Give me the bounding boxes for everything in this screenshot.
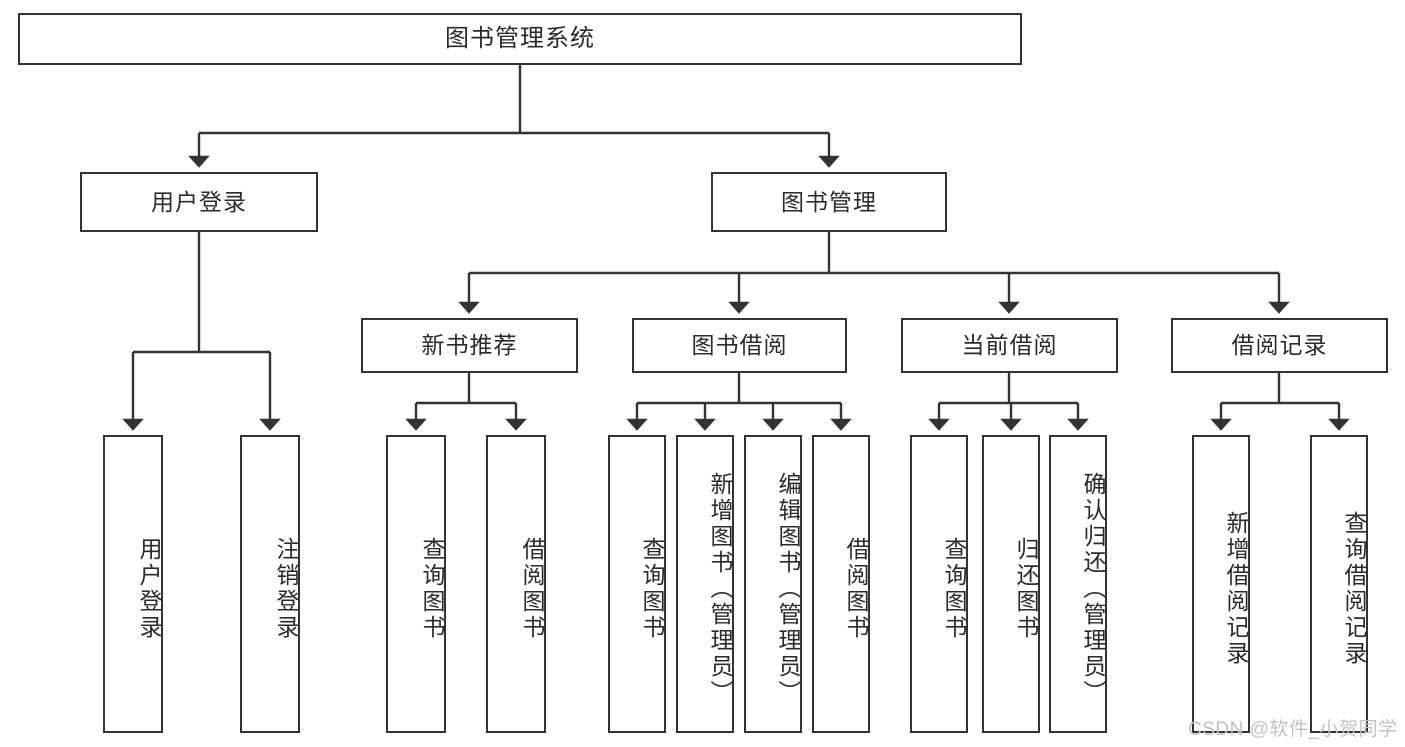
node-new-book-recommend[interactable]: 新书推荐 <box>361 318 578 373</box>
node-root[interactable]: 图书管理系统 <box>18 13 1022 65</box>
node-current-borrow[interactable]: 当前借阅 <box>901 318 1118 373</box>
node-leaf-edit-book[interactable]: 编辑图书（管理员） <box>744 435 802 733</box>
node-label: 图书管理 <box>781 188 877 215</box>
node-leaf-add-book[interactable]: 新增图书（管理员） <box>676 435 734 733</box>
node-label: 新增借阅记录 <box>1223 511 1249 667</box>
node-book-borrow[interactable]: 图书借阅 <box>632 318 847 373</box>
node-leaf-query-book-2[interactable]: 查询图书 <box>608 435 666 733</box>
node-label: 图书管理系统 <box>445 25 595 53</box>
node-label: 编辑图书（管理员） <box>775 472 801 706</box>
node-leaf-confirm-return[interactable]: 确认归还（管理员） <box>1049 435 1107 733</box>
node-label: 新书推荐 <box>421 332 518 359</box>
node-label: 用户登录 <box>151 188 247 215</box>
node-leaf-return-book[interactable]: 归还图书 <box>982 435 1040 733</box>
node-user-login[interactable]: 用户登录 <box>80 172 318 232</box>
node-label: 查询图书 <box>941 537 967 641</box>
node-label: 图书借阅 <box>691 332 788 359</box>
node-leaf-query-record[interactable]: 查询借阅记录 <box>1310 435 1368 733</box>
node-label: 查询图书 <box>639 537 665 641</box>
node-label: 借阅图书 <box>843 537 869 641</box>
node-label: 用户登录 <box>136 537 162 641</box>
node-book-management[interactable]: 图书管理 <box>711 172 947 232</box>
node-label: 查询图书 <box>419 537 445 641</box>
node-label: 当前借阅 <box>961 332 1058 359</box>
node-label: 归还图书 <box>1013 537 1039 641</box>
node-leaf-add-record[interactable]: 新增借阅记录 <box>1192 435 1250 733</box>
node-label: 借阅图书 <box>519 537 545 641</box>
node-borrow-record[interactable]: 借阅记录 <box>1171 318 1388 373</box>
node-leaf-borrow-book-2[interactable]: 借阅图书 <box>812 435 870 733</box>
node-label: 新增图书（管理员） <box>707 472 733 706</box>
csdn-watermark: CSDN @软件_小贺同学 <box>1188 719 1398 740</box>
node-leaf-borrow-book-1[interactable]: 借阅图书 <box>486 435 546 733</box>
node-label: 查询借阅记录 <box>1341 511 1367 667</box>
node-label: 确认归还（管理员） <box>1080 472 1106 706</box>
node-label: 注销登录 <box>273 537 299 641</box>
node-leaf-query-book-3[interactable]: 查询图书 <box>910 435 968 733</box>
node-leaf-query-book-1[interactable]: 查询图书 <box>386 435 446 733</box>
node-leaf-user-login[interactable]: 用户登录 <box>103 435 163 733</box>
node-leaf-logout[interactable]: 注销登录 <box>240 435 300 733</box>
node-label: 借阅记录 <box>1231 332 1328 359</box>
